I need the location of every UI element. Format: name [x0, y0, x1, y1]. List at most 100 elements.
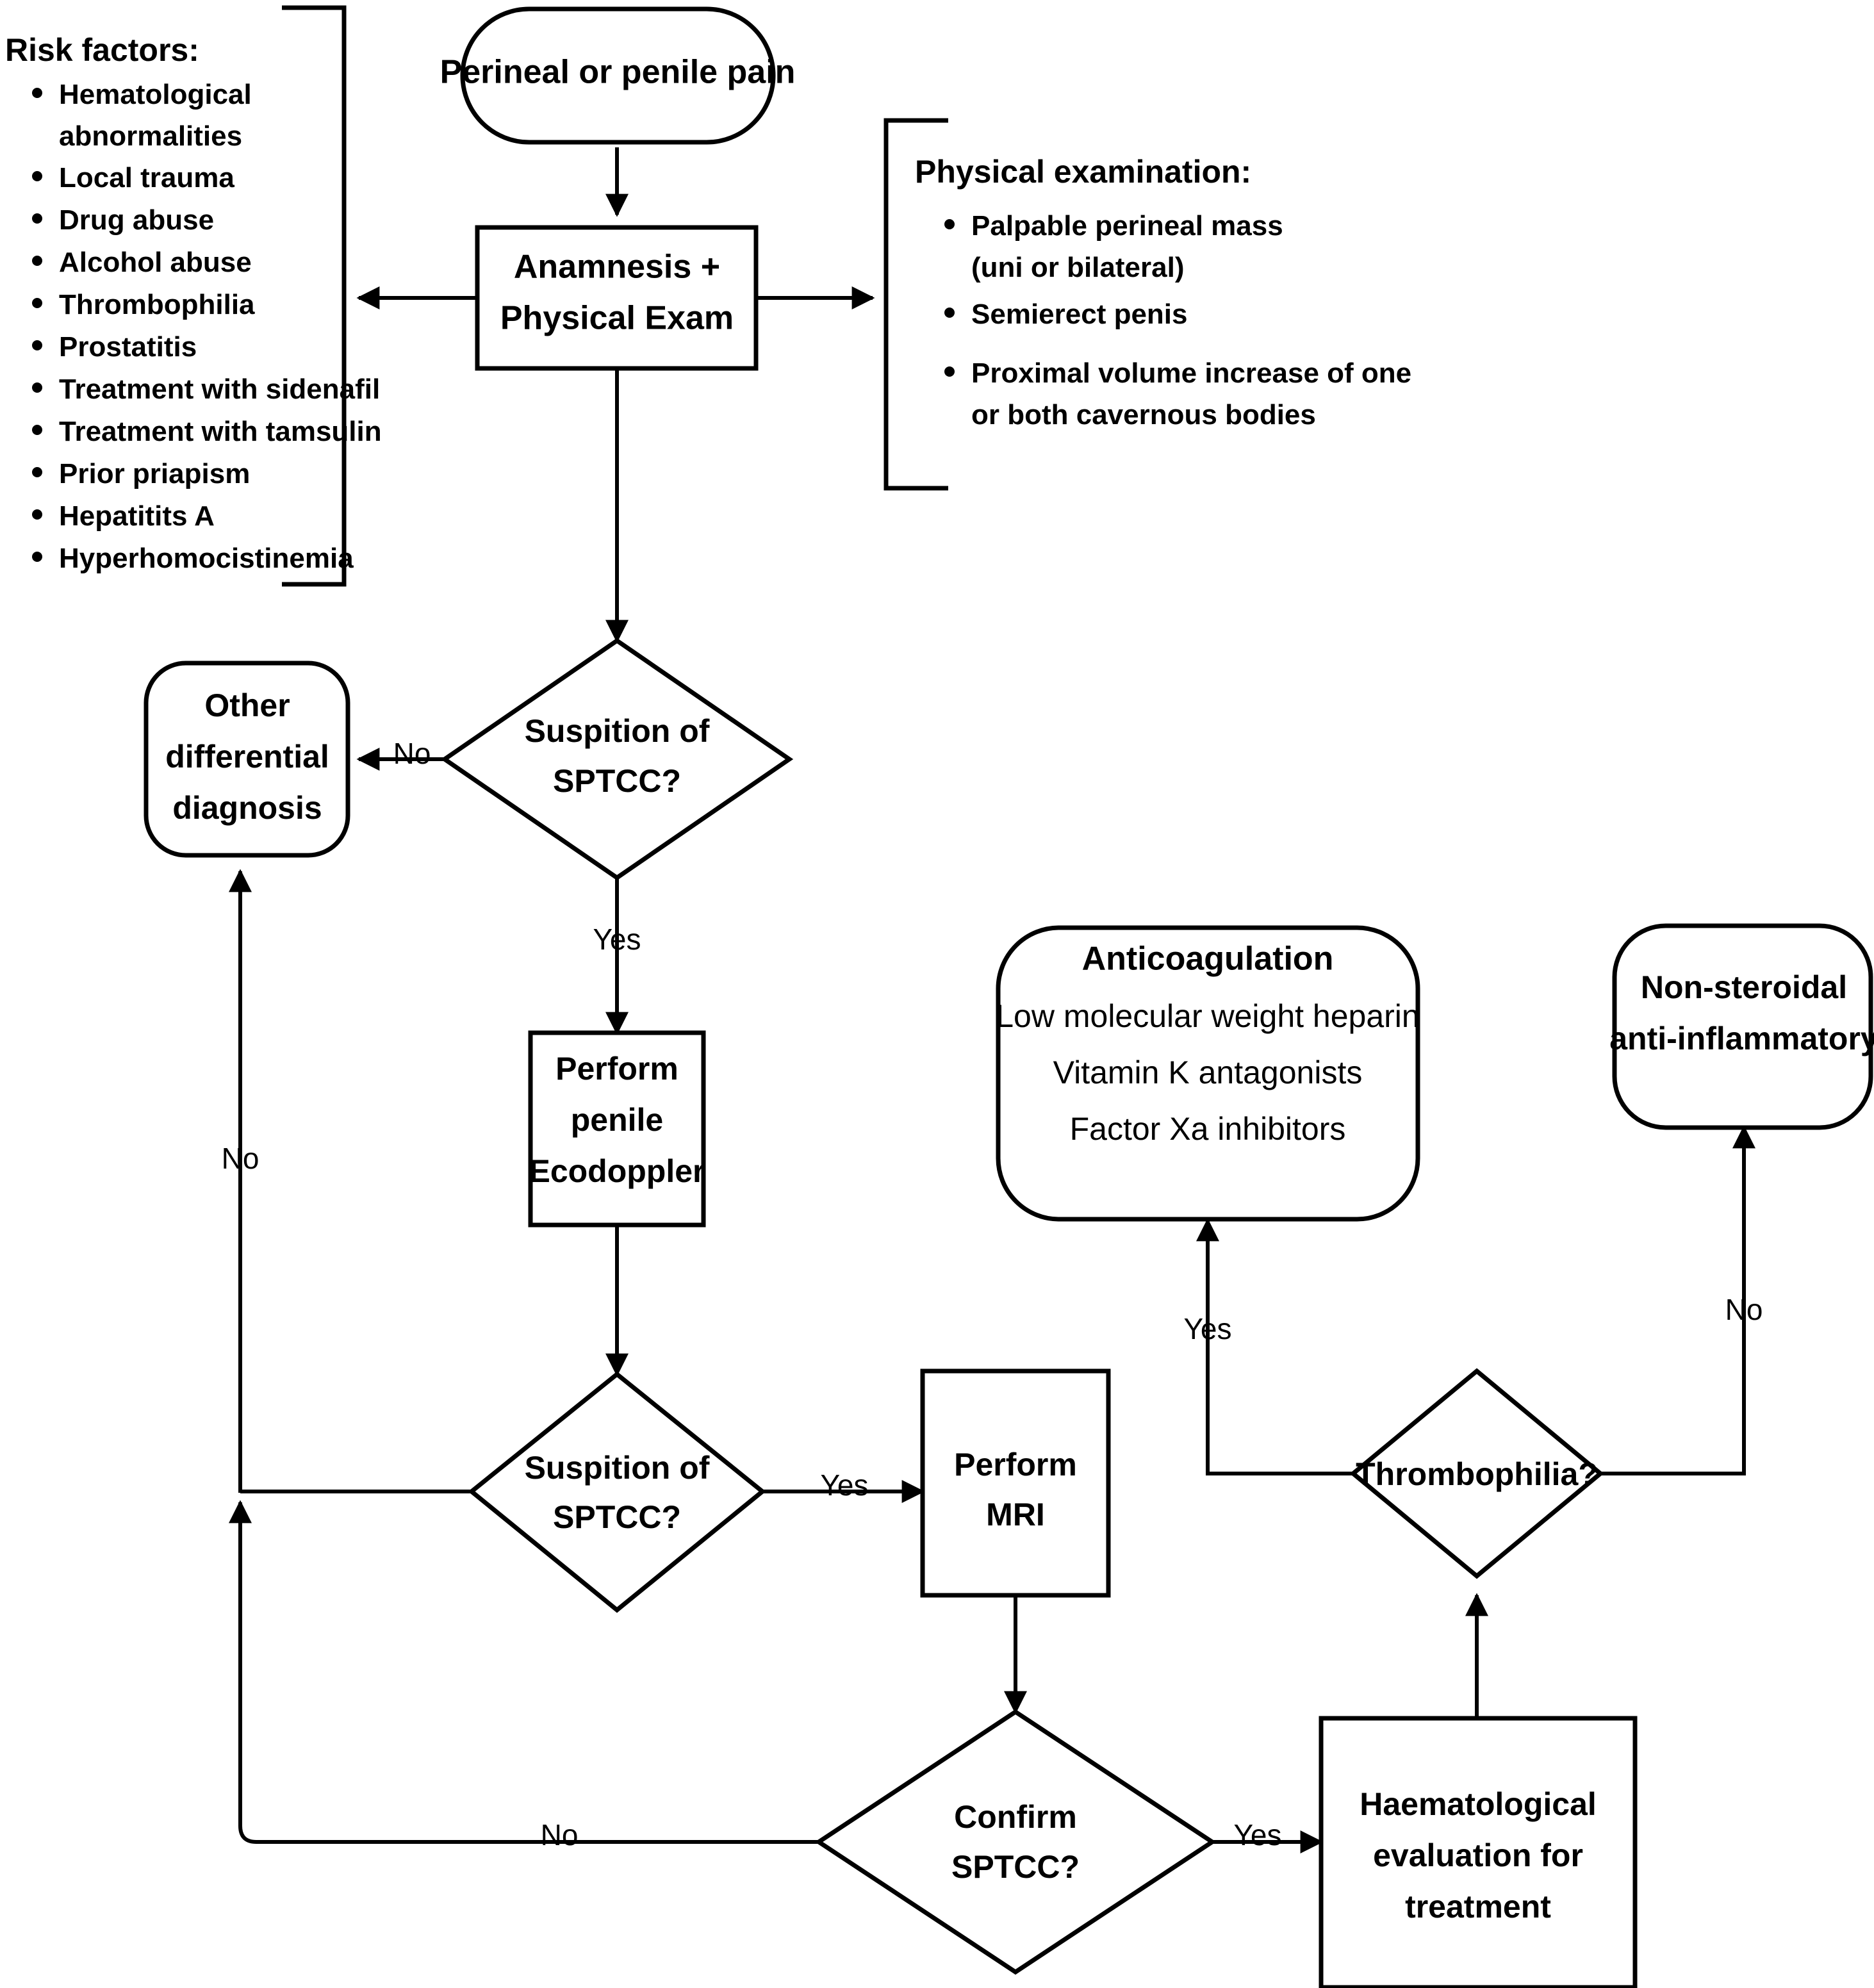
physical-exam-item: Palpable perineal mass	[971, 210, 1283, 242]
bullet-icon	[32, 171, 42, 181]
bullet-icon	[32, 552, 42, 562]
bullet-icon	[32, 509, 42, 520]
node-other-differential-diagnosis[interactable]: Other differential diagnosis	[144, 661, 350, 858]
other-dx-line1: Other	[204, 687, 290, 723]
risk-factor-item: Thrombophilia	[59, 289, 255, 320]
edge-confirm-no	[229, 1500, 819, 1844]
anamnesis-line2: Physical Exam	[500, 300, 734, 337]
other-dx-shape	[144, 661, 350, 858]
node-thrombophilia[interactable]: Thrombophilia?	[1349, 1368, 1604, 1579]
other-dx-line3: diagnosis	[172, 790, 322, 826]
anticoagulation-shape	[996, 925, 1420, 1222]
node-anamnesis[interactable]: Anamnesis + Physical Exam	[475, 225, 759, 371]
nsaid-line2: anti-inflammatory	[1609, 1021, 1874, 1056]
mri-shape	[920, 1368, 1111, 1598]
physical-exam-item: Proximal volume increase of one	[971, 357, 1411, 389]
edge-label-thrombophilia-yes: Yes	[1183, 1312, 1231, 1345]
suspicion2-shape	[468, 1371, 766, 1613]
node-start[interactable]: Perineal or penile pain	[440, 6, 796, 145]
node-perform-mri[interactable]: Perform MRI	[920, 1368, 1111, 1598]
nsaid-shape	[1612, 923, 1873, 1130]
physical-exam-item-cont: (uni or bilateral)	[971, 252, 1184, 283]
risk-factor-item: Hepatitits A	[59, 500, 215, 532]
haem-eval-line2: evaluation for	[1373, 1837, 1583, 1873]
risk-factors-bracket	[282, 5, 347, 587]
edge-thrombophilia-no	[1600, 1125, 1755, 1475]
bullet-icon	[32, 382, 42, 393]
bullet-icon	[32, 467, 42, 477]
anticoagulation-title: Anticoagulation	[1082, 941, 1334, 978]
other-dx-line2: differential	[165, 739, 329, 775]
node-suspicion-sptcc-1[interactable]: Suspition of SPTCC?	[440, 637, 794, 881]
physical-exam-bracket	[884, 118, 948, 491]
risk-factor-item: Prior priapism	[59, 458, 250, 489]
bullet-icon	[32, 256, 42, 266]
bullet-icon	[32, 298, 42, 308]
physical-examination-annotation: Physical examination: Palpable perineal …	[884, 118, 1411, 491]
edge-label-suspicion1-yes: Yes	[593, 923, 641, 956]
mri-line1: Perform	[954, 1447, 1077, 1483]
risk-factors-annotation: Risk factors: Hematological abnormalitie…	[5, 5, 382, 587]
confirm-shape	[814, 1709, 1217, 1975]
ecodoppler-shape	[528, 1030, 706, 1228]
thrombophilia-shape	[1349, 1368, 1604, 1579]
edge-label-suspicion2-yes: Yes	[820, 1468, 868, 1502]
bullet-icon	[32, 88, 42, 98]
anticoagulation-line3: Factor Xa inhibitors	[1070, 1111, 1346, 1147]
suspicion2-line2: SPTCC?	[553, 1499, 681, 1535]
connectors	[229, 147, 1755, 1853]
node-suspicion-sptcc-2[interactable]: Suspition of SPTCC?	[468, 1371, 766, 1613]
confirm-line1: Confirm	[954, 1799, 1077, 1835]
mri-line2: MRI	[986, 1497, 1045, 1532]
risk-factor-item: Treatment with sidenafil	[59, 374, 380, 405]
risk-factor-item-cont: abnormalities	[59, 120, 242, 152]
haem-eval-line3: treatment	[1405, 1889, 1551, 1925]
start-shape	[460, 6, 776, 145]
ecodoppler-line3: Ecodoppler	[529, 1153, 705, 1189]
bullet-icon	[32, 340, 42, 350]
haem-eval-line1: Haematological	[1360, 1786, 1597, 1822]
physical-exam-title: Physical examination:	[915, 154, 1251, 190]
start-label: Perineal or penile pain	[440, 54, 796, 91]
edge-label-confirm-yes: Yes	[1233, 1818, 1281, 1852]
bullet-icon	[944, 308, 955, 318]
suspicion2-line1: Suspition of	[525, 1450, 710, 1486]
edge-label-suspicion1-no: No	[393, 737, 431, 770]
edge-thrombophilia-yes	[1196, 1218, 1353, 1475]
edge-label-thrombophilia-no: No	[1725, 1293, 1763, 1326]
edge-label-confirm-no: No	[541, 1818, 579, 1852]
bullet-icon	[944, 219, 955, 229]
risk-factor-item: Local trauma	[59, 162, 234, 193]
anticoagulation-line1: Low molecular weight heparin	[996, 998, 1419, 1034]
node-anticoagulation[interactable]: Anticoagulation Low molecular weight hep…	[996, 925, 1420, 1222]
ecodoppler-line2: penile	[571, 1102, 663, 1138]
risk-factor-item: Hyperhomocistinemia	[59, 543, 354, 574]
risk-factor-item: Prostatitis	[59, 331, 197, 363]
bullet-icon	[32, 425, 42, 435]
physical-exam-item-cont: or both cavernous bodies	[971, 399, 1316, 431]
suspicion1-shape	[440, 637, 794, 881]
anamnesis-line1: Anamnesis +	[514, 249, 720, 286]
ecodoppler-line1: Perform	[555, 1051, 678, 1087]
edge-label-suspicion2-no: No	[222, 1142, 259, 1175]
node-haematological-evaluation[interactable]: Haematological evaluation for treatment	[1319, 1716, 1638, 1988]
haem-eval-shape	[1319, 1716, 1638, 1988]
risk-factor-item: Treatment with tamsulin	[59, 416, 382, 447]
thrombophilia-label: Thrombophilia?	[1356, 1456, 1598, 1492]
suspicion1-line2: SPTCC?	[553, 763, 681, 799]
risk-factor-item: Hematological	[59, 79, 252, 110]
node-confirm-sptcc[interactable]: Confirm SPTCC?	[814, 1709, 1217, 1975]
confirm-line2: SPTCC?	[951, 1849, 1080, 1885]
bullet-icon	[944, 366, 955, 377]
anticoagulation-line2: Vitamin K antagonists	[1053, 1055, 1363, 1090]
nsaid-line1: Non-steroidal	[1641, 969, 1847, 1005]
risk-factor-item: Alcohol abuse	[59, 247, 252, 278]
node-perform-penile-ecodoppler[interactable]: Perform penile Ecodoppler	[528, 1030, 706, 1228]
bullet-icon	[32, 213, 42, 224]
node-nsaid[interactable]: Non-steroidal anti-inflammatory	[1609, 923, 1874, 1130]
risk-factors-title: Risk factors:	[5, 32, 199, 68]
physical-exam-item: Semierect penis	[971, 299, 1188, 330]
